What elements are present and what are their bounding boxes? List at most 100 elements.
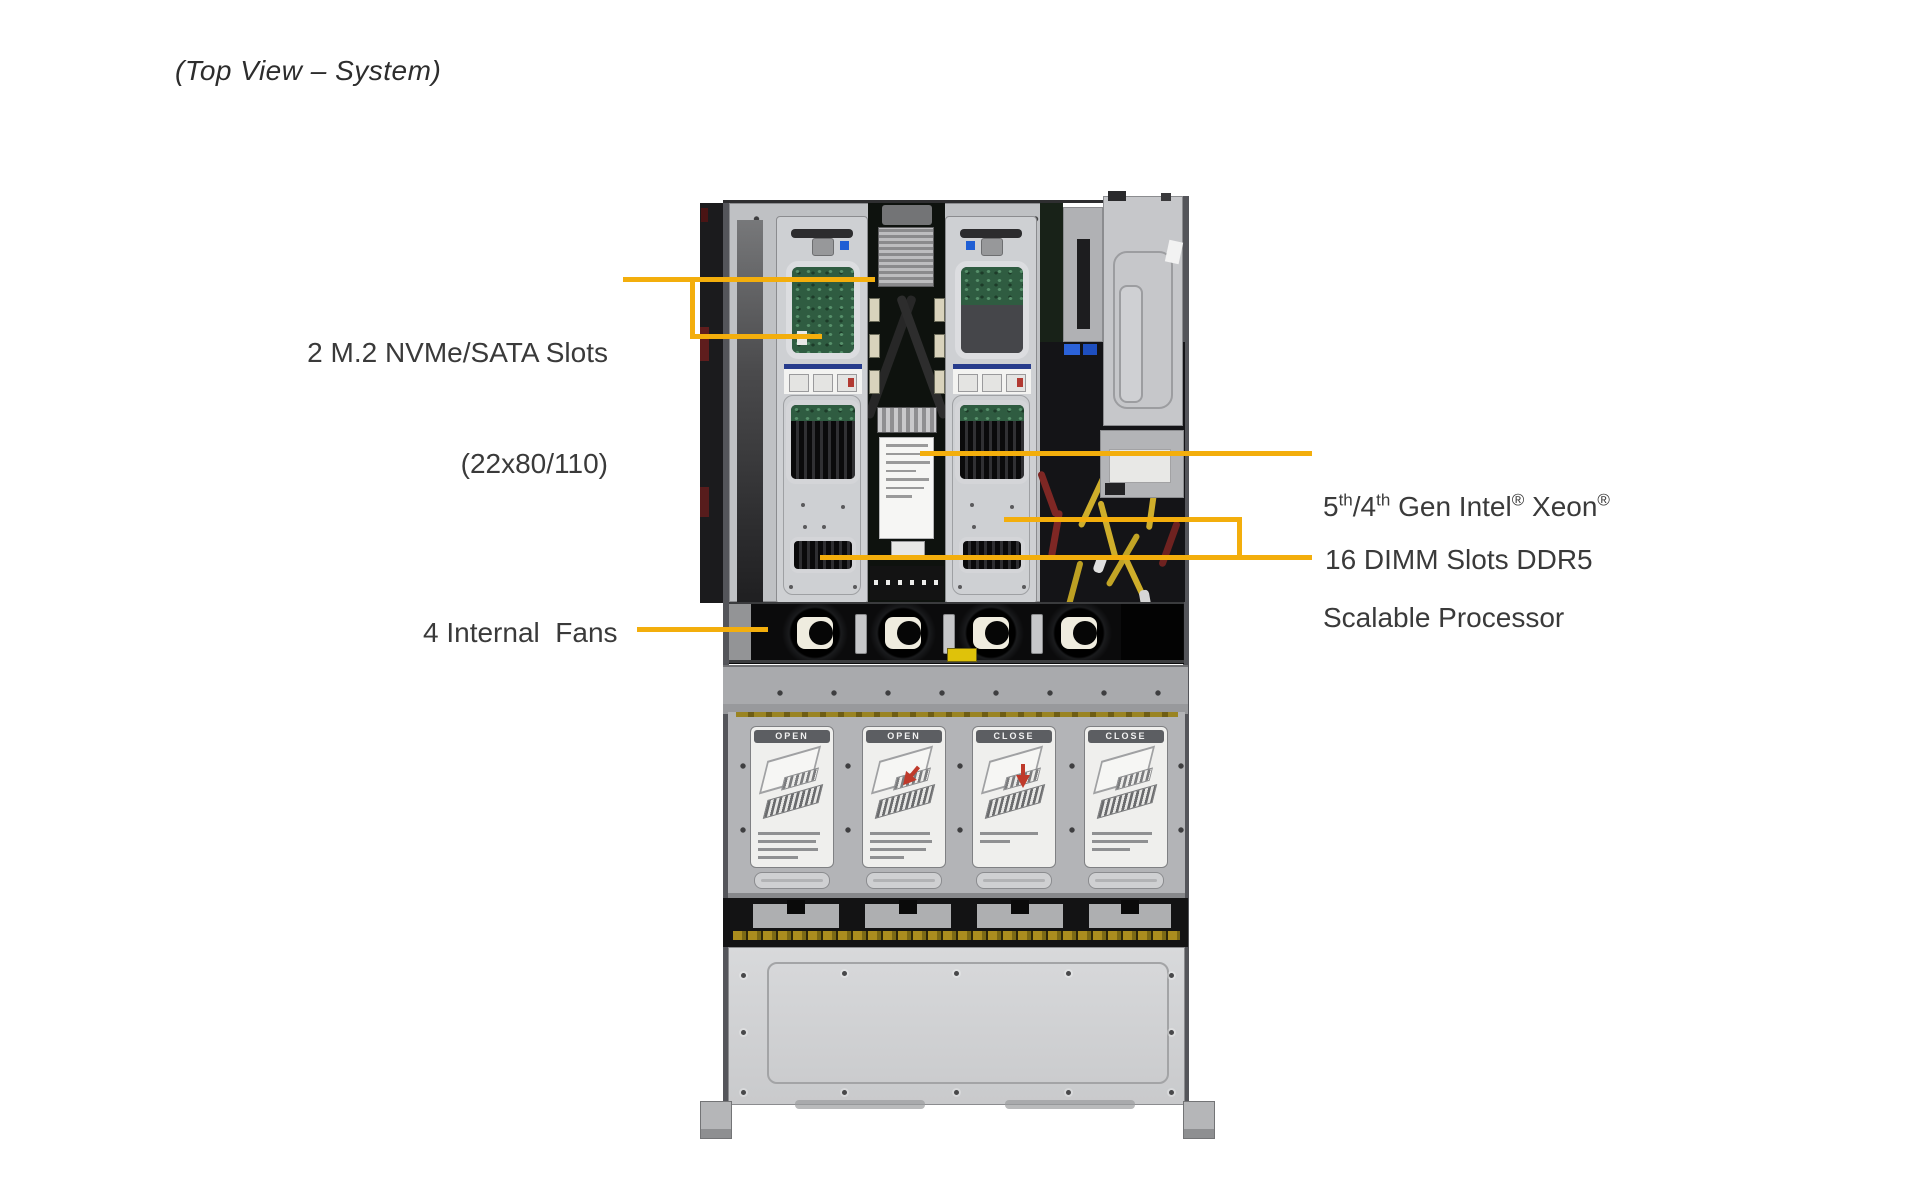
card-text-block bbox=[751, 827, 833, 859]
cpu-label: 5th/4th Gen Intel® Xeon® Scalable Proces… bbox=[1323, 414, 1610, 673]
card-header: OPEN bbox=[866, 730, 942, 743]
dimm-label: 16 DIMM Slots DDR5 bbox=[1325, 544, 1593, 575]
dimm-edge-dashes bbox=[874, 580, 940, 585]
drive-instruction-card-1: OPEN bbox=[750, 726, 834, 868]
cover-screw bbox=[842, 971, 847, 976]
sticker-text-line bbox=[886, 452, 922, 455]
bracket-left-channel bbox=[737, 220, 763, 602]
card-text-line bbox=[758, 832, 820, 835]
carrier-screw bbox=[841, 505, 845, 509]
heatsink-fins bbox=[960, 421, 1024, 479]
tab-foot bbox=[701, 1129, 731, 1138]
power-connector bbox=[934, 334, 945, 358]
cover-screw bbox=[1066, 971, 1071, 976]
mounting-tab-left bbox=[700, 1101, 732, 1139]
card-text-line bbox=[870, 832, 930, 835]
m2-callout-line-bottom bbox=[690, 334, 822, 339]
card-text-block bbox=[973, 827, 1055, 843]
fan-hub bbox=[885, 617, 921, 649]
cover-screw bbox=[1169, 1090, 1174, 1095]
drive-tray-illustration bbox=[978, 745, 1050, 825]
red-cable bbox=[1158, 520, 1181, 568]
yellow-sticker bbox=[947, 648, 977, 662]
strip-shadow bbox=[723, 704, 1188, 714]
psu-handle bbox=[1119, 285, 1143, 403]
label-icon bbox=[1006, 374, 1026, 392]
cover-screw bbox=[741, 1090, 746, 1095]
carrier-screw bbox=[972, 525, 976, 529]
sticker-text-line bbox=[886, 495, 912, 498]
pcb-gap-column bbox=[1040, 203, 1063, 342]
carrier-handle bbox=[791, 229, 853, 238]
cover-screw bbox=[741, 1030, 746, 1035]
m2-callout-line-top bbox=[623, 277, 875, 282]
fans-callout-line bbox=[637, 627, 768, 632]
cover-inner-outline bbox=[767, 962, 1169, 1084]
tray-handle-slot bbox=[866, 872, 942, 889]
riser-slot bbox=[1077, 239, 1090, 329]
card-text-line bbox=[870, 856, 904, 859]
label-icon bbox=[813, 374, 833, 392]
label-icon bbox=[789, 374, 809, 392]
card-gap-screws bbox=[1174, 730, 1184, 870]
carrier-label-strip bbox=[784, 364, 862, 394]
drive-instruction-card-2: OPEN bbox=[862, 726, 946, 868]
label-icon bbox=[837, 374, 857, 392]
left-rail-red-accent bbox=[701, 208, 708, 222]
page-title: (Top View – System) bbox=[175, 55, 442, 86]
mid-chassis-strip bbox=[723, 665, 1188, 714]
card-text-line bbox=[1092, 840, 1148, 843]
center-handle bbox=[882, 205, 932, 225]
drive-tray-illustration bbox=[868, 745, 940, 825]
card-text-line bbox=[1092, 848, 1130, 851]
tray-handle-slot bbox=[1088, 872, 1164, 889]
heatsink-fins bbox=[791, 421, 855, 479]
m2-slots-label-line2: (22x80/110) bbox=[460, 448, 608, 479]
m2-slots-label-line1: 2 M.2 NVMe/SATA Slots bbox=[307, 337, 608, 368]
segment-clip bbox=[1121, 900, 1139, 914]
center-channel bbox=[864, 203, 949, 602]
segment-clip bbox=[787, 900, 805, 914]
cover-screw bbox=[741, 973, 746, 978]
card-gap-screws bbox=[841, 730, 851, 870]
tray-handle-slot bbox=[754, 872, 830, 889]
card-text-line bbox=[1092, 832, 1152, 835]
psu-tab bbox=[1161, 193, 1171, 201]
m2-pcb bbox=[961, 267, 1023, 305]
dimm-callout-line-bottom bbox=[820, 555, 1312, 560]
card-header: CLOSE bbox=[1088, 730, 1164, 743]
card-text-block bbox=[1085, 827, 1167, 851]
left-rail-red-accent bbox=[700, 327, 709, 361]
cover-shadow bbox=[1005, 1100, 1135, 1109]
fan-hub bbox=[1061, 617, 1097, 649]
card-text-line bbox=[870, 848, 926, 851]
card-text-line bbox=[980, 832, 1038, 835]
card-header: OPEN bbox=[754, 730, 830, 743]
card-header: CLOSE bbox=[976, 730, 1052, 743]
empty-bay bbox=[961, 304, 1023, 353]
fan-row-left-cap bbox=[729, 604, 751, 662]
carrier-screw bbox=[970, 503, 974, 507]
pcb-strip bbox=[791, 405, 855, 421]
left-rail bbox=[700, 203, 723, 603]
card-text-line bbox=[758, 856, 798, 859]
power-connector bbox=[934, 298, 945, 322]
cpu-label-line2: Scalable Processor bbox=[1323, 602, 1565, 633]
cover-screw bbox=[1066, 1090, 1071, 1095]
carrier-screw bbox=[789, 585, 793, 589]
label-icon bbox=[982, 374, 1002, 392]
segment-clip bbox=[899, 900, 917, 914]
card-text-block bbox=[863, 827, 945, 859]
m2-carrier-right bbox=[945, 216, 1037, 604]
psu-lower-box bbox=[1100, 430, 1184, 498]
card-text-line bbox=[758, 848, 818, 851]
dimm-callout-line-top bbox=[1004, 517, 1242, 522]
fan-row-blank-box bbox=[1121, 604, 1183, 660]
sticker-text-line bbox=[886, 478, 929, 481]
card-text-line bbox=[980, 840, 1010, 843]
tab-foot bbox=[1184, 1129, 1214, 1138]
cover-shadow bbox=[795, 1100, 925, 1109]
blue-connector bbox=[1064, 344, 1080, 355]
power-connector bbox=[869, 298, 880, 322]
carrier-screw bbox=[803, 525, 807, 529]
